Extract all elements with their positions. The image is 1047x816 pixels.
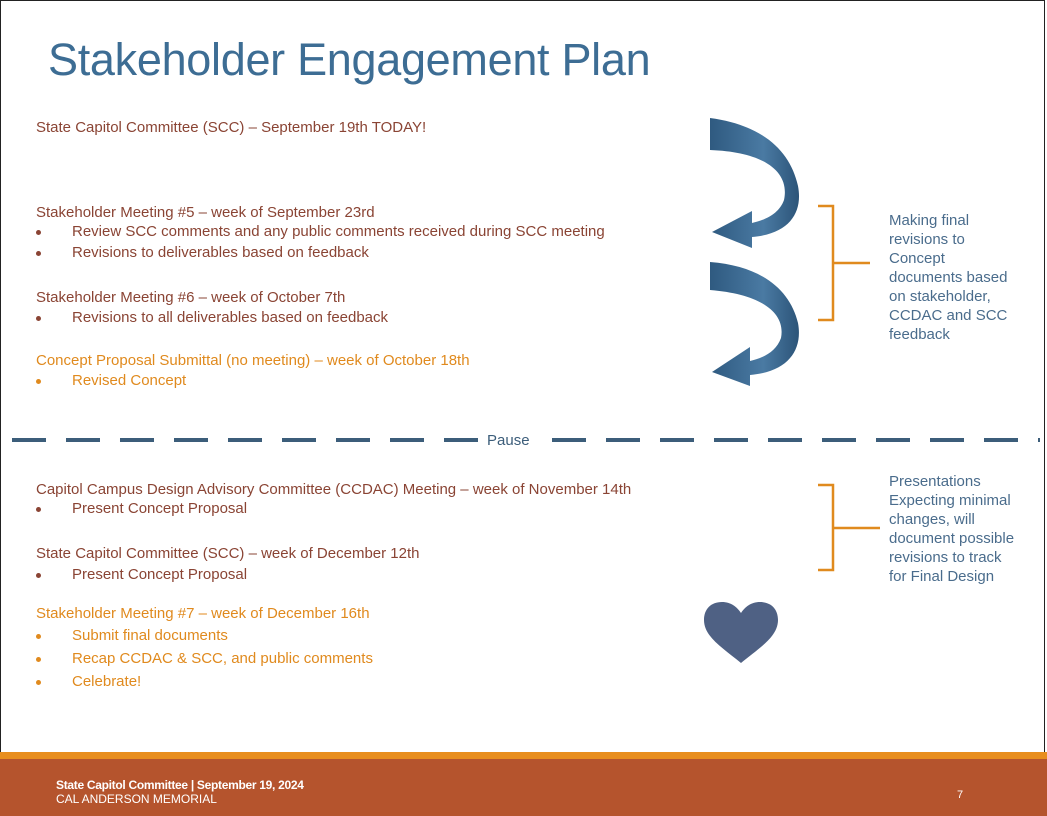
heart-icon [704,602,778,663]
curved-arrow-icon [710,262,799,386]
note-line: feedback [889,326,950,343]
list-item-text: Recap CCDAC & SCC, and public comments [72,650,373,667]
bracket-icon [818,483,880,572]
footer-accent-bar [0,752,1047,759]
pause-label: Pause [483,432,534,449]
note-line: revisions to [889,231,965,248]
meeting7-heading: Stakeholder Meeting #7 – week of Decembe… [36,605,370,622]
footer-subtitle: CAL ANDERSON MEMORIAL [56,792,217,806]
ccdac-heading: Capitol Campus Design Advisory Committee… [36,481,632,498]
note-line: documents based [889,269,1008,286]
revisions-note: Making final revisions to Concept docume… [889,211,1007,344]
page-number: 7 [957,789,964,801]
list-item-text: Revisions to deliverables based on feedb… [72,244,369,261]
note-line: Expecting minimal [889,492,1011,509]
meeting5-heading: Stakeholder Meeting #5 – week of Septemb… [36,204,375,221]
concept-submittal-heading: Concept Proposal Submittal (no meeting) … [36,352,470,369]
note-line: changes, will [889,511,975,528]
note-line: for Final Design [889,568,995,585]
bullet-icon [36,573,41,578]
list-item-text: Revisions to all deliverables based on f… [72,309,389,326]
bullet-icon [36,680,41,685]
list-item-text: Submit final documents [72,627,228,644]
note-line: Presentations [889,473,981,490]
list-item-text: Review SCC comments and any public comme… [72,223,605,240]
bullet-icon [36,379,41,384]
bracket-icon [818,204,870,322]
bullet-icon [36,316,41,321]
scc-december-heading: State Capitol Committee (SCC) – week of … [36,545,420,562]
note-line: revisions to track [889,549,1002,566]
meeting6-heading: Stakeholder Meeting #6 – week of October… [36,289,346,306]
bullet-icon [36,507,41,512]
bullet-icon [36,251,41,256]
bullet-icon [36,657,41,662]
slide-title: Stakeholder Engagement Plan [48,34,651,85]
note-line: Concept [889,250,945,267]
footer [0,759,1047,816]
note-line: document possible [889,530,1015,547]
presentations-note: Presentations Expecting minimal changes,… [889,472,1014,586]
list-item-text: Celebrate! [72,673,142,690]
bullet-icon [36,230,41,235]
curved-arrow-icon [710,118,800,248]
note-line: Making final [889,212,970,229]
list-item-text: Present Concept Proposal [72,566,248,583]
bullet-icon [36,634,41,639]
note-line: CCDAC and SCC [889,307,1008,324]
list-item-text: Present Concept Proposal [72,500,248,517]
scc-today-heading: State Capitol Committee (SCC) – Septembe… [36,119,427,136]
list-item-text: Revised Concept [72,372,187,389]
note-line: on stakeholder, [889,288,991,305]
footer-title: State Capitol Committee | September 19, … [56,778,304,792]
